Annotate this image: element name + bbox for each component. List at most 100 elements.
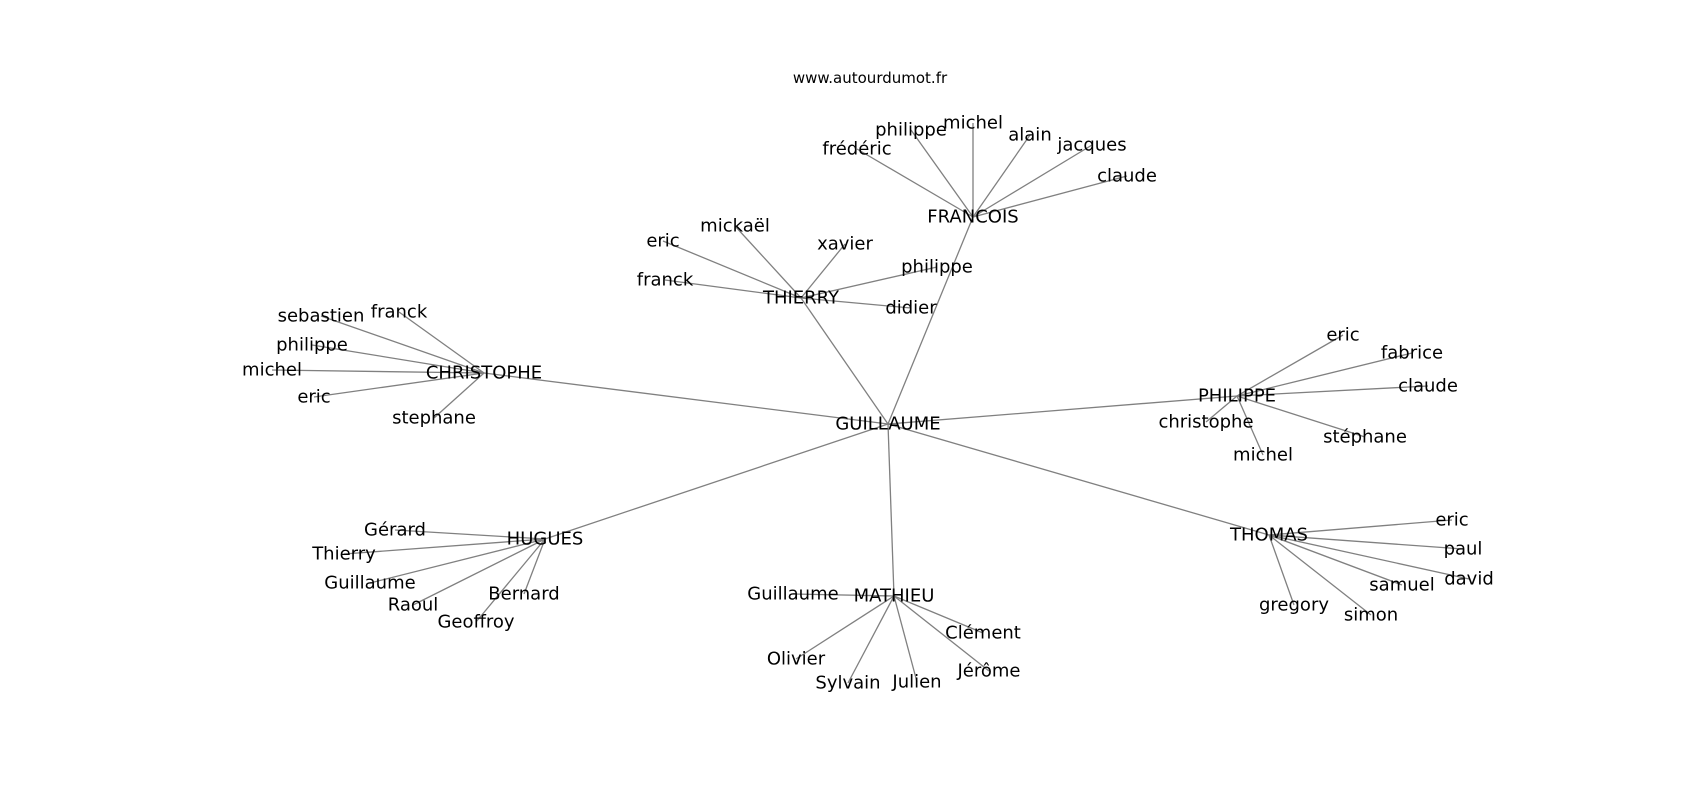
hub-node: PHILIPPE <box>1198 386 1276 407</box>
edge-hub-to-leaf <box>662 240 802 299</box>
leaf-node: Sylvain <box>815 673 880 694</box>
labels-layer: GUILLAUMEFRANCOISfrédéricphilippemichela… <box>242 113 1494 694</box>
edge-hub-to-leaf <box>1268 519 1453 536</box>
leaf-node: paul <box>1444 539 1483 560</box>
edge-hub-to-leaf <box>412 538 546 606</box>
hub-node: THOMAS <box>1229 525 1308 546</box>
leaf-node: mickaël <box>700 216 770 237</box>
edge-hub-to-leaf <box>792 593 895 597</box>
edge-hub-to-leaf <box>1236 395 1264 456</box>
edge-center-to-hub <box>544 423 889 540</box>
leaf-node: david <box>1444 569 1494 590</box>
edge-hub-to-leaf <box>1236 334 1344 397</box>
leaf-node: stéphane <box>1323 427 1407 448</box>
edge-hub-to-leaf <box>394 529 546 540</box>
edge-center-to-hub <box>887 216 974 425</box>
edge-hub-to-leaf <box>311 344 485 374</box>
leaf-node: stephane <box>392 408 476 429</box>
leaf-node: didier <box>885 298 937 319</box>
edge-hub-to-leaf <box>972 175 1128 218</box>
edge-hub-to-leaf <box>1205 395 1238 423</box>
edge-hub-to-leaf <box>910 129 974 218</box>
edge-hub-to-leaf <box>972 134 1031 218</box>
leaf-node: Thierry <box>311 544 376 565</box>
edge-hub-to-leaf <box>1268 534 1464 550</box>
leaf-node: Clément <box>945 623 1021 644</box>
leaf-node: sebastien <box>278 306 365 327</box>
leaf-node: Guillaume <box>324 573 415 594</box>
leaf-node: philippe <box>276 335 348 356</box>
edge-hub-to-leaf <box>1268 534 1470 580</box>
hub-node: MATHIEU <box>854 586 935 607</box>
leaf-node: Guillaume <box>747 584 838 605</box>
edge-center-to-hub <box>483 372 889 425</box>
edge-hub-to-leaf <box>972 144 1093 218</box>
leaf-node: alain <box>1008 125 1051 146</box>
leaf-node: michel <box>1233 445 1293 466</box>
hub-node: CHRISTOPHE <box>426 363 542 384</box>
leaf-node: frédéric <box>822 139 891 160</box>
leaf-node: claude <box>1398 376 1458 397</box>
edge-center-to-hub <box>887 423 895 597</box>
hub-node: FRANCOIS <box>927 207 1018 228</box>
leaf-node: michel <box>242 360 302 381</box>
edge-hub-to-leaf <box>893 595 918 683</box>
edge-hub-to-leaf <box>1236 395 1366 438</box>
leaf-node: eric <box>297 387 330 408</box>
edge-hub-to-leaf <box>1236 352 1413 397</box>
edge-hub-to-leaf <box>320 315 485 374</box>
leaf-node: simon <box>1344 605 1398 626</box>
leaf-node: philippe <box>875 120 947 141</box>
edge-hub-to-leaf <box>313 372 485 398</box>
leaf-node: samuel <box>1369 575 1434 596</box>
edge-hub-to-leaf <box>800 266 938 299</box>
edge-hub-to-leaf <box>1236 385 1429 397</box>
edge-hub-to-leaf <box>1268 534 1403 586</box>
leaf-node: Bernard <box>488 584 559 605</box>
edge-hub-to-leaf <box>271 369 485 374</box>
leaf-node: franck <box>371 302 428 323</box>
leaf-node: fabrice <box>1381 343 1443 364</box>
edge-hub-to-leaf <box>1268 534 1372 616</box>
leaf-node: christophe <box>1158 412 1253 433</box>
leaf-node: michel <box>943 113 1003 134</box>
edge-hub-to-leaf <box>1268 534 1295 606</box>
edge-hub-to-leaf <box>800 297 912 309</box>
leaf-node: Jérôme <box>956 661 1020 682</box>
edge-hub-to-leaf <box>734 225 802 299</box>
edge-hub-to-leaf <box>433 372 485 419</box>
hub-node: THIERRY <box>762 288 840 309</box>
edge-hub-to-leaf <box>523 538 546 595</box>
center-node: GUILLAUME <box>835 414 940 435</box>
source-label: www.autourdumot.fr <box>793 69 948 87</box>
hub-node: HUGUES <box>507 529 584 550</box>
leaf-node: jacques <box>1056 135 1126 156</box>
edges-layer <box>271 123 1470 684</box>
edge-hub-to-leaf <box>847 595 895 684</box>
edge-hub-to-leaf <box>369 538 546 584</box>
edge-hub-to-leaf <box>398 311 485 374</box>
edge-hub-to-leaf <box>800 243 846 299</box>
leaf-node: franck <box>637 270 694 291</box>
edge-hub-to-leaf <box>795 595 895 660</box>
leaf-node: eric <box>1326 325 1359 346</box>
leaf-node: Raoul <box>388 595 439 616</box>
edge-center-to-hub <box>800 297 889 425</box>
edge-hub-to-leaf <box>664 279 802 299</box>
leaf-node: Gérard <box>364 520 426 541</box>
edge-hub-to-leaf <box>893 595 984 634</box>
leaf-node: gregory <box>1259 595 1329 616</box>
leaf-node: eric <box>646 231 679 252</box>
leaf-node: philippe <box>901 257 973 278</box>
edge-hub-to-leaf <box>856 148 974 218</box>
leaf-node: eric <box>1435 510 1468 531</box>
leaf-node: Julien <box>891 672 941 693</box>
edge-hub-to-leaf <box>475 538 546 623</box>
leaf-node: Olivier <box>767 649 826 670</box>
leaf-node: claude <box>1097 166 1157 187</box>
leaf-node: xavier <box>817 234 873 255</box>
edge-center-to-hub <box>887 395 1238 425</box>
edge-center-to-hub <box>887 423 1270 536</box>
leaf-node: Geoffroy <box>437 612 514 633</box>
